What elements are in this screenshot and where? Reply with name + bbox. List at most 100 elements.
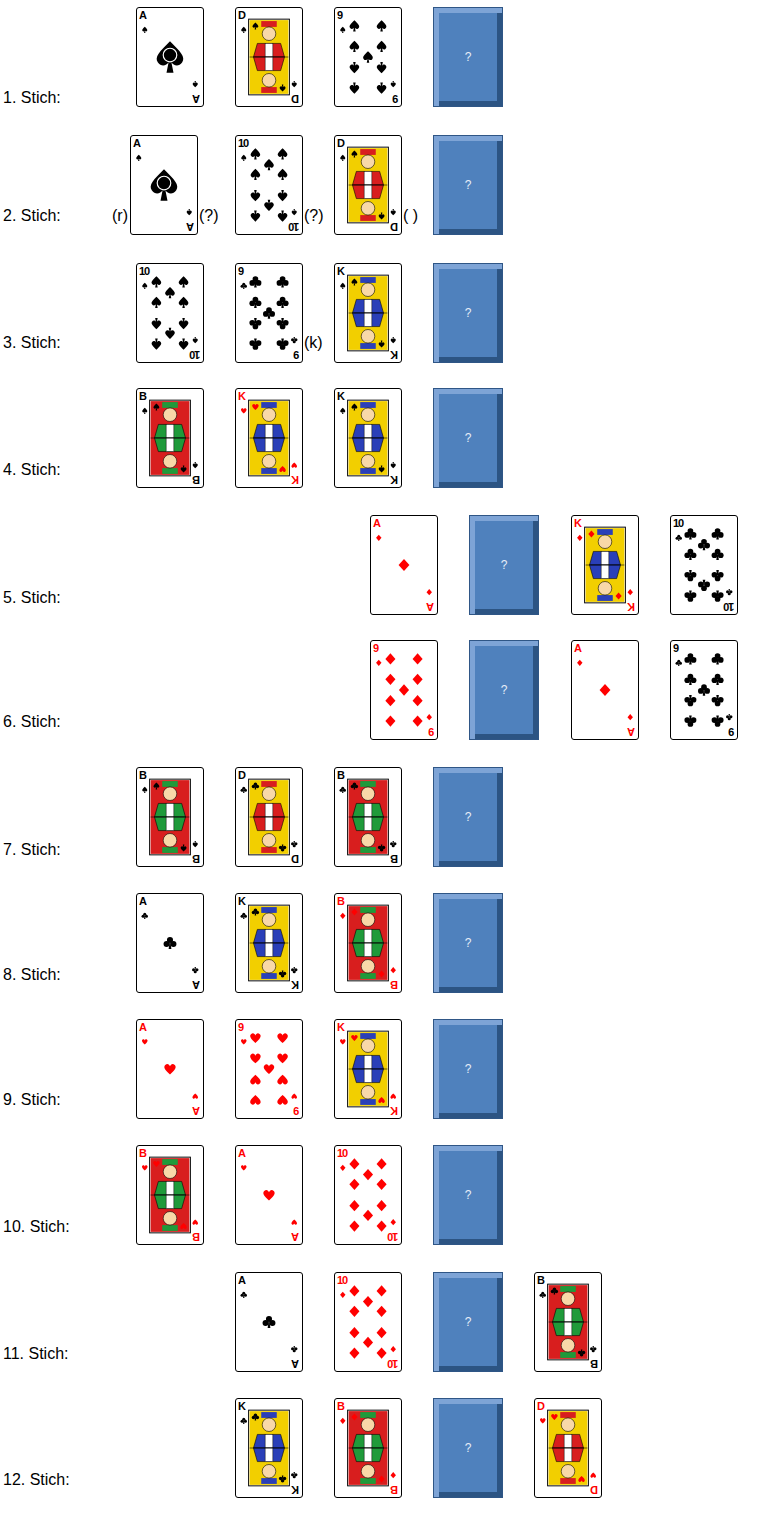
card-face bbox=[535, 1399, 601, 1497]
card-rank: B bbox=[337, 770, 344, 781]
card-back: ? bbox=[433, 1398, 503, 1498]
suit-pip bbox=[279, 466, 285, 472]
card-face bbox=[236, 768, 302, 866]
suit-pip bbox=[378, 1476, 384, 1483]
suit-pip bbox=[277, 1054, 288, 1064]
playing-card: AA bbox=[130, 135, 198, 235]
card-rank: A bbox=[187, 221, 194, 232]
card-rank: A bbox=[193, 93, 200, 104]
suit-pip bbox=[179, 276, 189, 287]
trick-label: 12. Stich: bbox=[3, 1470, 70, 1489]
suit-pip bbox=[578, 1476, 584, 1482]
suit-pip bbox=[363, 1210, 373, 1221]
card-back: ? bbox=[433, 893, 503, 993]
suit-pip bbox=[279, 971, 286, 978]
card-rank: 10 bbox=[388, 1231, 398, 1242]
playing-card: AA bbox=[235, 1145, 303, 1245]
suit-pip bbox=[349, 1347, 359, 1358]
suit-pip bbox=[241, 283, 247, 289]
card-face bbox=[335, 264, 401, 362]
card-rank: D bbox=[238, 10, 245, 21]
card-rank: A bbox=[139, 896, 146, 907]
card-rank: A bbox=[628, 726, 635, 737]
card-face bbox=[236, 1399, 302, 1497]
card-back-mark: ? bbox=[434, 264, 502, 362]
suit-pip bbox=[192, 1219, 198, 1224]
suit-pip bbox=[264, 159, 274, 170]
card-back: ? bbox=[469, 515, 539, 615]
card-back: ? bbox=[433, 263, 503, 363]
card-face bbox=[137, 8, 203, 106]
card-back-mark: ? bbox=[434, 389, 502, 487]
suit-pip bbox=[152, 318, 162, 329]
suit-pip bbox=[351, 1035, 357, 1041]
suit-pip bbox=[684, 695, 696, 706]
suit-pip bbox=[351, 908, 357, 915]
suit-pip bbox=[391, 1346, 396, 1352]
trick-label: 3. Stich: bbox=[3, 333, 61, 352]
suit-pip bbox=[279, 1476, 286, 1483]
court-figure bbox=[548, 1410, 589, 1486]
suit-pip bbox=[590, 1472, 596, 1477]
card-rank: K bbox=[292, 474, 299, 485]
card-back: ? bbox=[433, 7, 503, 107]
card-rank: D bbox=[337, 138, 344, 149]
card-rank: D bbox=[238, 770, 245, 781]
card-face bbox=[236, 264, 302, 362]
suit-pip bbox=[379, 341, 385, 348]
suit-pip bbox=[712, 570, 724, 581]
court-figure bbox=[348, 905, 389, 981]
suit-pip bbox=[241, 1418, 247, 1424]
playing-card: 99 bbox=[235, 263, 303, 363]
suit-pip bbox=[164, 1064, 175, 1075]
suit-pip bbox=[684, 590, 696, 601]
card-rank: B bbox=[193, 853, 200, 864]
suit-pip bbox=[251, 148, 261, 159]
card-face bbox=[137, 1146, 203, 1244]
suit-pip bbox=[241, 1292, 247, 1298]
card-rank: K bbox=[238, 896, 245, 907]
suit-pip bbox=[350, 82, 360, 93]
card-face bbox=[137, 264, 203, 362]
suit-pip bbox=[377, 1158, 387, 1169]
suit-pip bbox=[252, 22, 258, 29]
card-rank: K bbox=[391, 1105, 398, 1116]
suit-pip bbox=[291, 967, 297, 973]
card-back: ? bbox=[433, 1145, 503, 1245]
suit-pip bbox=[390, 841, 396, 847]
suit-pip bbox=[684, 653, 696, 664]
suit-pip bbox=[291, 841, 297, 847]
suit-pip bbox=[726, 714, 732, 720]
suit-pip bbox=[292, 209, 297, 215]
suit-pip bbox=[349, 1158, 359, 1169]
card-face bbox=[137, 894, 203, 992]
card-face bbox=[335, 8, 401, 106]
suit-pip bbox=[179, 318, 189, 329]
card-face bbox=[671, 641, 737, 739]
playing-card: AA bbox=[136, 7, 204, 107]
court-figure bbox=[150, 400, 191, 476]
suit-pip bbox=[684, 549, 696, 560]
suit-pip bbox=[179, 338, 189, 349]
playing-card: 99 bbox=[235, 1019, 303, 1119]
playing-card: KK bbox=[235, 1398, 303, 1498]
suit-pip bbox=[278, 210, 288, 221]
court-figure bbox=[249, 1410, 290, 1486]
suit-pip bbox=[164, 937, 177, 949]
suit-pip bbox=[413, 695, 423, 706]
trick-label: 4. Stich: bbox=[3, 460, 61, 479]
card-rank: K bbox=[391, 474, 398, 485]
card-face bbox=[131, 136, 197, 234]
card-rank: A bbox=[193, 1105, 200, 1116]
suit-pip bbox=[340, 787, 346, 793]
playing-card: 1010 bbox=[235, 135, 303, 235]
card-rank: B bbox=[139, 770, 146, 781]
suit-pip bbox=[349, 1200, 359, 1211]
card-face bbox=[137, 1020, 203, 1118]
suit-pip bbox=[142, 1165, 148, 1170]
card-face bbox=[335, 136, 401, 234]
playing-card: KK bbox=[571, 515, 639, 615]
suit-pip bbox=[376, 660, 381, 666]
suit-pip bbox=[292, 81, 297, 87]
suit-pip bbox=[291, 1093, 297, 1098]
